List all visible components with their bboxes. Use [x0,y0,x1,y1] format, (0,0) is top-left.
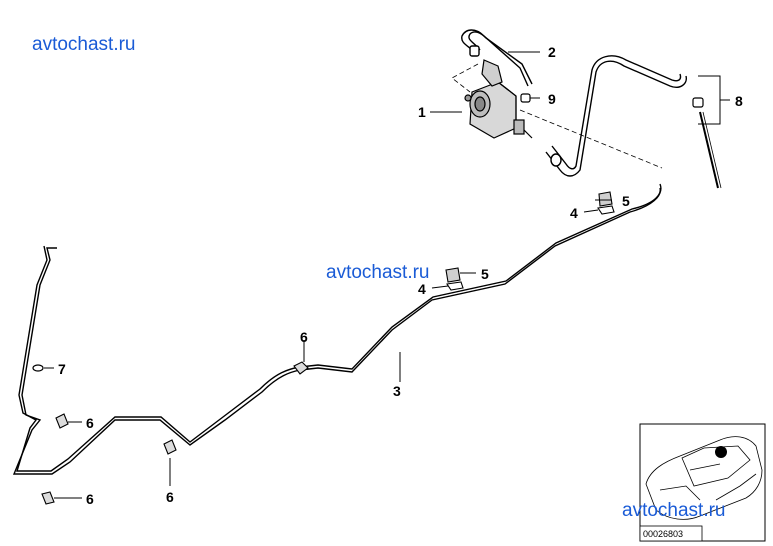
watermark-center: avtochast.ru [326,262,430,283]
callout-6-bottom-left: 6 [86,491,94,507]
callout-7: 7 [58,361,66,377]
guide-lines [451,63,663,169]
pump-assembly [464,59,533,139]
fitting-9 [520,93,531,103]
callout-6-left: 6 [86,415,94,431]
reference-number: 00026803 [643,529,683,539]
inset-thumbnail: 00026803 [639,423,766,542]
rod-8 [692,97,722,189]
clip-4-5-center [445,267,464,291]
clip-6 [41,361,309,505]
callout-8: 8 [735,93,743,109]
callout-9: 9 [548,91,556,107]
callout-6-bottom: 6 [166,489,174,505]
watermark-top-left: avtochast.ru [32,34,136,55]
callout-4-center: 4 [418,281,426,297]
grommet-7 [32,364,44,372]
hose-right [545,55,687,177]
brake-line [12,183,662,475]
callout-2: 2 [548,44,556,60]
callout-5-center: 5 [481,266,489,282]
location-marker-icon [715,446,727,458]
callout-6-top: 6 [300,329,308,345]
callout-4-upper: 4 [570,205,578,221]
callout-3: 3 [393,383,401,399]
callout-1: 1 [418,104,426,120]
hose-upper [461,29,533,87]
car-outline-icon [645,436,763,520]
leader-lines [44,51,730,499]
callout-5-upper: 5 [622,193,630,209]
clip-4-5-upper [597,191,615,215]
watermark-bottom-right: avtochast.ru [622,500,726,521]
